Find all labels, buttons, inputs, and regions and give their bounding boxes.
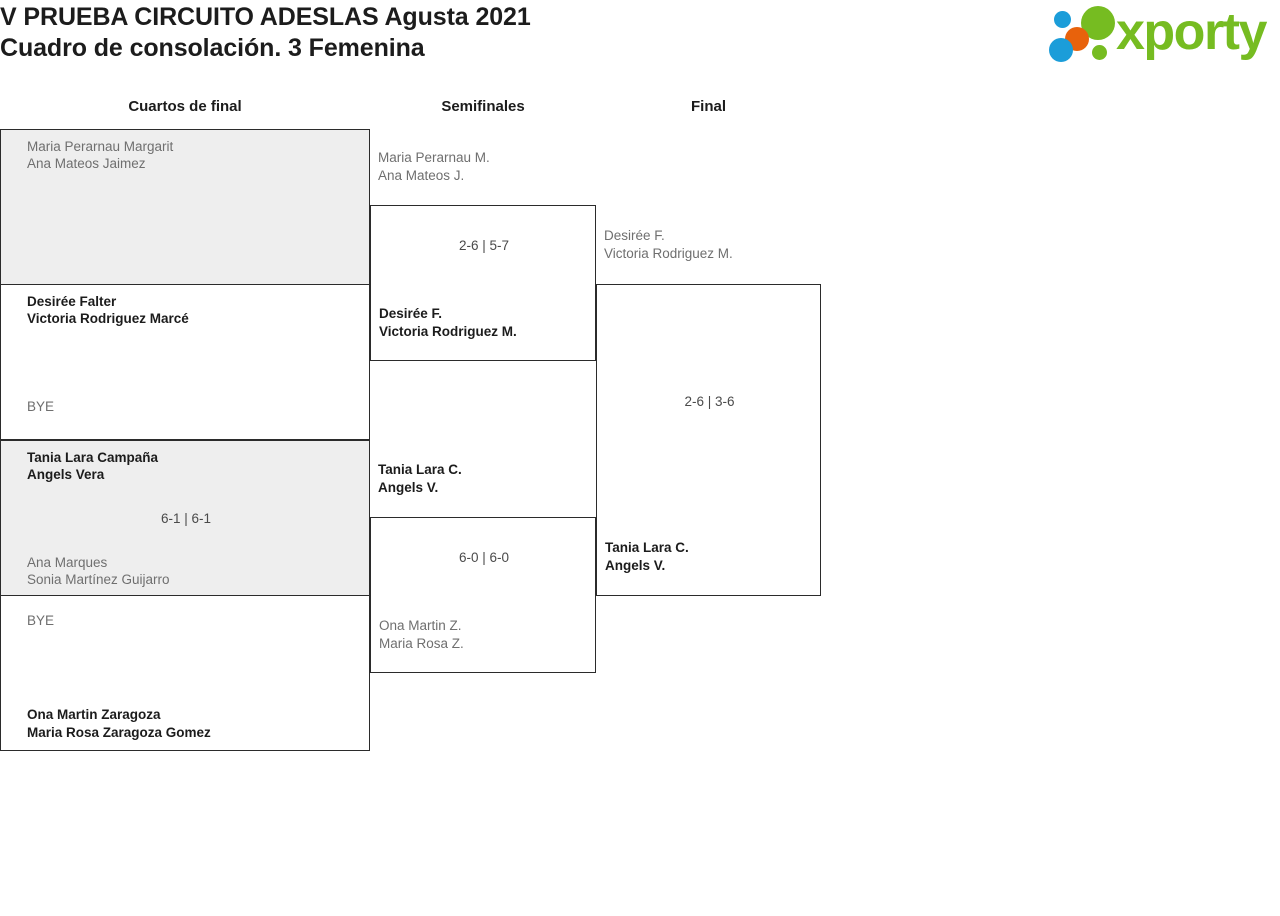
player-name: Ona Martin Zaragoza — [27, 707, 161, 722]
draw-subtitle: Cuadro de consolación. 3 Femenina — [0, 34, 425, 62]
player-name: Angels V. — [378, 480, 439, 495]
player-name: Maria Perarnau M. — [378, 150, 490, 165]
match-score: 2-6 | 3-6 — [684, 394, 735, 409]
player-name: Maria Perarnau Margarit — [27, 139, 174, 154]
page-title: V PRUEBA CIRCUITO ADESLAS Agusta 2021 Cu… — [0, 2, 900, 64]
logo-wordmark: xporty — [1116, 3, 1267, 61]
round-column-final: Desirée F. Victoria Rodriguez M. 2-6 | 3… — [596, 129, 821, 596]
tournament-title: V PRUEBA CIRCUITO ADESLAS Agusta 2021 — [0, 3, 531, 31]
xporty-logo[interactable]: xporty — [1048, 3, 1274, 67]
player-name: Victoria Rodriguez Marcé — [27, 311, 189, 326]
player-name: BYE — [27, 399, 55, 414]
player-name: BYE — [27, 613, 55, 628]
player-name: Angels V. — [605, 558, 666, 573]
player-name: Victoria Rodriguez M. — [379, 324, 517, 339]
player-name: Desirée F. — [379, 306, 443, 321]
logo-dot-green-small-icon — [1092, 45, 1107, 60]
player-name: Victoria Rodriguez M. — [604, 246, 733, 261]
match-score: 2-6 | 5-7 — [458, 238, 510, 253]
match-box[interactable]: 6-0 | 6-0 Ona Martin Z. Maria Rosa Z. — [370, 517, 596, 673]
match-box[interactable]: 2-6 | 5-7 Desirée F. Victoria Rodriguez … — [370, 205, 596, 361]
player-name: Ana Marques — [27, 555, 108, 570]
round-column-quarterfinals: 1 2 Maria Perarnau Margarit Ana Mateos J… — [0, 129, 370, 752]
match-box[interactable]: 5 6 Tania Lara Campaña Angels Vera 6-1 |… — [0, 440, 370, 596]
player-name: Tania Lara Campaña — [27, 450, 159, 465]
logo-dot-blue-small-icon — [1054, 11, 1071, 28]
player-name: Sonia Martínez Guijarro — [27, 572, 170, 587]
player-name: Angels Vera — [27, 467, 105, 482]
round-heading-semifinals: Semifinales — [441, 98, 525, 115]
match-score: 6-1 | 6-1 — [160, 511, 212, 526]
logo-dot-blue-large-icon — [1049, 38, 1073, 62]
round-column-semifinals: Maria Perarnau M. Ana Mateos J. 2-6 | 5-… — [370, 129, 596, 674]
player-name: Ona Martin Z. — [379, 618, 462, 633]
player-name: Ana Mateos Jaimez — [27, 156, 146, 171]
match-score: 6-0 | 6-0 — [458, 550, 510, 565]
player-name: Tania Lara C. — [378, 462, 462, 477]
match-box[interactable]: 2-6 | 3-6 Tania Lara C. Angels V. — [596, 284, 821, 596]
round-heading-final: Final — [690, 98, 726, 115]
player-name: Maria Rosa Z. — [379, 636, 464, 651]
match-box[interactable]: 3 4 Desirée Falter Victoria Rodriguez Ma… — [0, 284, 370, 440]
player-name: Maria Rosa Zaragoza Gomez — [27, 725, 211, 740]
match-box[interactable]: 7 8 BYE Ona Martin Zaragoza Maria Rosa Z… — [0, 595, 370, 751]
round-heading-quarterfinals: Cuartos de final — [128, 98, 242, 115]
player-name: Tania Lara C. — [605, 540, 689, 555]
player-name: Desirée F. — [604, 228, 665, 243]
match-box[interactable]: 1 2 Maria Perarnau Margarit Ana Mateos J… — [0, 129, 370, 285]
player-name: Desirée Falter — [27, 294, 117, 309]
player-name: Ana Mateos J. — [378, 168, 465, 183]
